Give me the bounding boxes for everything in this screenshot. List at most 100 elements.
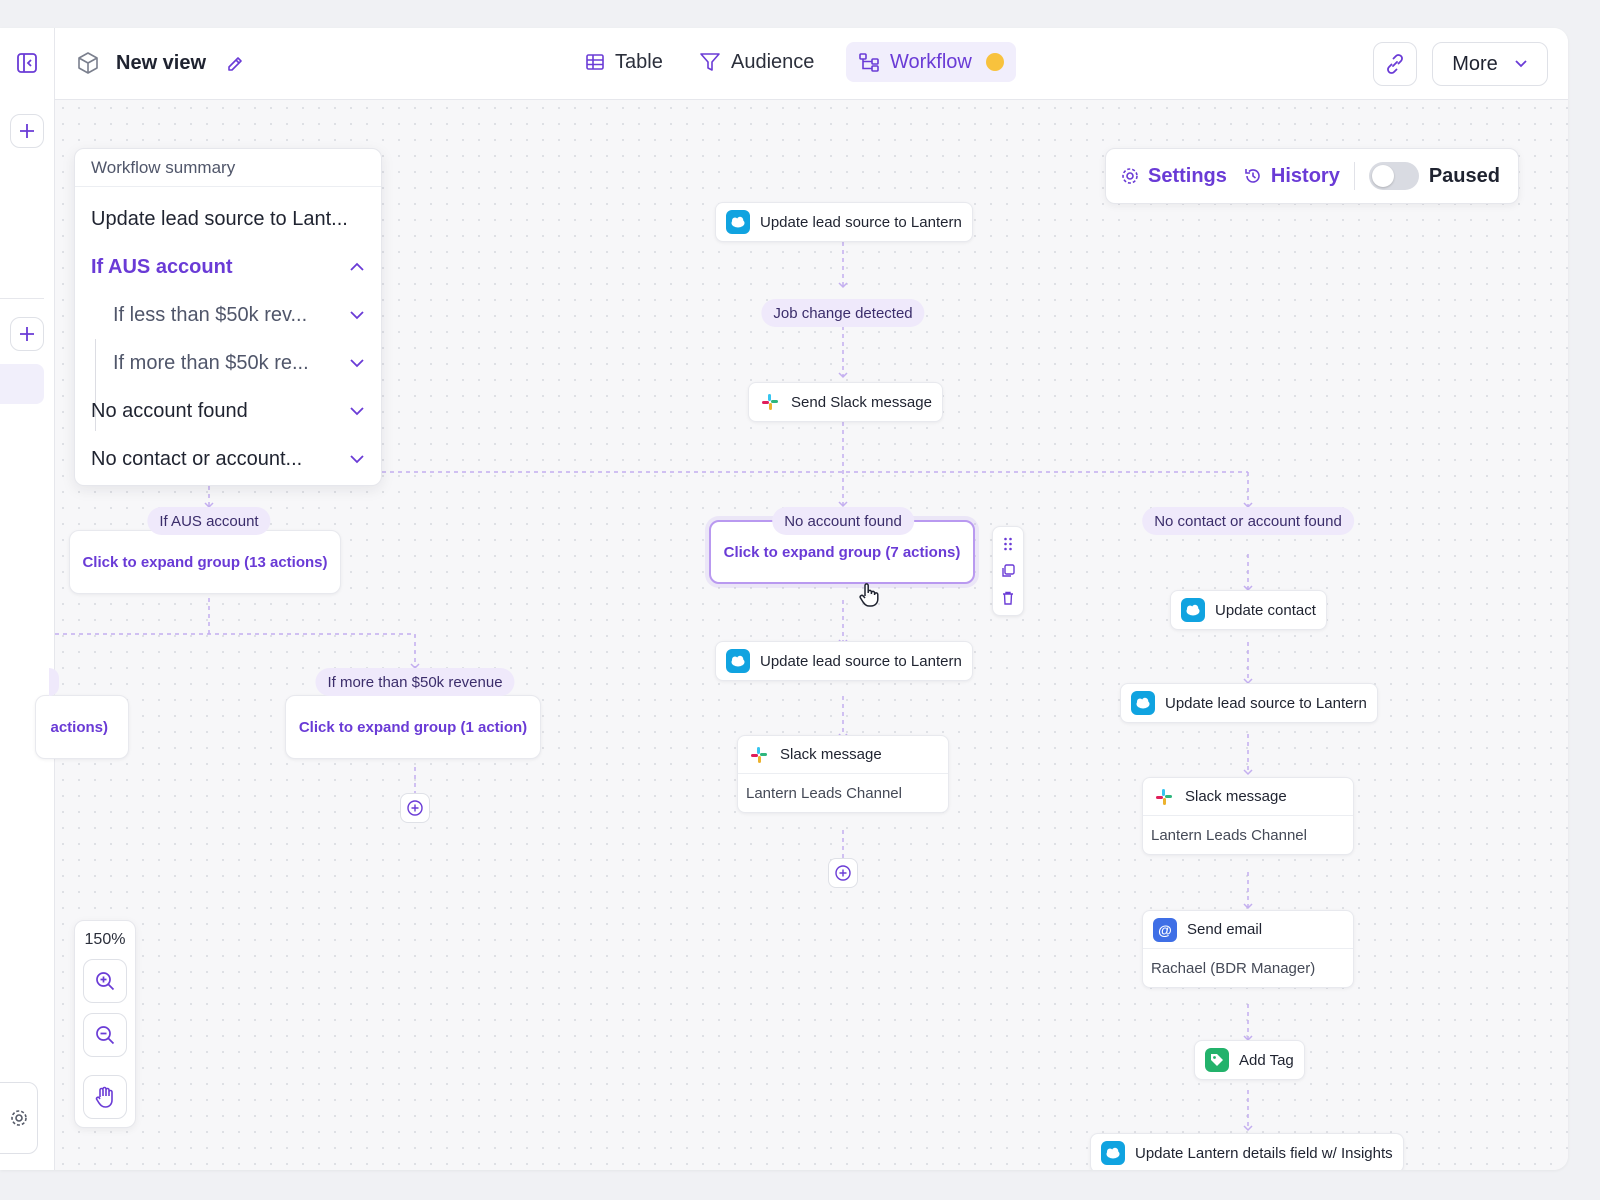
plus-icon xyxy=(20,124,34,138)
settings-label: Settings xyxy=(1148,164,1227,187)
add-step-button[interactable] xyxy=(828,858,858,888)
group-expand-link[interactable]: Click to expand group (7 actions) xyxy=(723,543,961,561)
hand-icon xyxy=(95,1086,113,1108)
tab-audience[interactable]: Audience xyxy=(687,42,826,82)
summary-item-update-lead[interactable]: Update lead source to Lant... xyxy=(91,199,365,239)
left-rail xyxy=(0,28,55,1170)
group-label-partial xyxy=(49,668,59,696)
chevron-down-icon xyxy=(350,455,364,464)
edit-title-icon[interactable] xyxy=(225,54,245,79)
top-bar: New view Table Audience Workflow More xyxy=(55,28,1568,100)
more-label: More xyxy=(1452,52,1498,75)
node-update-details[interactable]: Update Lantern details field w/ Insights xyxy=(1090,1133,1404,1170)
copy-link-button[interactable] xyxy=(1373,42,1417,86)
rail-settings-button[interactable] xyxy=(0,1082,38,1154)
group-expand-link[interactable]: Click to expand group (13 actions) xyxy=(82,553,328,571)
history-button[interactable]: History xyxy=(1243,165,1340,188)
group-expand-link[interactable]: actions) xyxy=(50,718,108,736)
summary-item-label: No account found xyxy=(91,399,248,422)
workflow-settings-bar: Settings History Paused xyxy=(1105,148,1519,204)
salesforce-icon xyxy=(1131,691,1155,715)
node-send-slack[interactable]: Send Slack message xyxy=(748,382,943,422)
salesforce-icon xyxy=(1101,1141,1125,1165)
gear-icon xyxy=(11,1110,27,1126)
history-label: History xyxy=(1270,164,1340,187)
chevron-down-icon xyxy=(350,407,364,416)
node-label: Update lead source to Lantern xyxy=(760,652,962,670)
group-expand-link[interactable]: Click to expand group (1 action) xyxy=(298,718,528,736)
slack-icon xyxy=(748,744,770,766)
chevron-up-icon xyxy=(350,262,364,271)
node-label: Send Slack message xyxy=(791,393,932,411)
zoom-out-button[interactable] xyxy=(83,1013,127,1057)
link-icon xyxy=(1387,54,1403,74)
tab-workflow[interactable]: Workflow xyxy=(846,42,1016,82)
node-update-lead-source-2[interactable]: Update lead source to Lantern xyxy=(715,641,973,681)
node-label: Update Lantern details field w/ Insights xyxy=(1135,1144,1393,1162)
pan-tool-button[interactable] xyxy=(83,1075,127,1119)
summary-item-label: If AUS account xyxy=(91,255,233,278)
toggle-knob xyxy=(1371,165,1394,187)
summary-item-more-50k[interactable]: If more than $50k re... xyxy=(113,343,365,383)
add-step-button-left[interactable] xyxy=(400,793,430,823)
chevron-down-icon xyxy=(350,359,364,368)
node-add-tag[interactable]: Add Tag xyxy=(1194,1040,1305,1080)
summary-item-less-50k[interactable]: If less than $50k rev... xyxy=(113,295,365,335)
group-if-aus-account[interactable]: Click to expand group (13 actions) xyxy=(69,530,341,594)
workflow-canvas[interactable]: Update lead source to Lantern Job change… xyxy=(35,100,1568,1170)
filter-icon xyxy=(700,53,720,71)
rail-divider xyxy=(0,298,44,299)
settings-button[interactable]: Settings xyxy=(1120,165,1227,188)
rail-active-item[interactable] xyxy=(0,364,44,404)
salesforce-icon xyxy=(726,210,750,234)
summary-item-label: If less than $50k rev... xyxy=(113,303,308,326)
zoom-controls: 150% xyxy=(74,920,136,1128)
summary-item-no-account[interactable]: No account found xyxy=(91,391,365,431)
node-detail: Lantern Leads Channel xyxy=(1151,826,1307,844)
duplicate-icon[interactable] xyxy=(1000,563,1016,579)
at-sign-icon: @ xyxy=(1153,917,1177,942)
collapse-sidebar-icon[interactable] xyxy=(16,52,38,79)
node-slack-message-2[interactable]: Slack message Lantern Leads Channel xyxy=(1142,777,1354,855)
summary-item-aus[interactable]: If AUS account xyxy=(91,247,365,287)
node-label: Slack message xyxy=(780,746,882,763)
group-more-than-50k[interactable]: Click to expand group (1 action) xyxy=(285,695,541,759)
node-label: Update lead source to Lantern xyxy=(1165,694,1367,712)
plus-circle-icon xyxy=(835,865,851,881)
drag-handle-icon[interactable] xyxy=(1002,536,1014,552)
more-button[interactable]: More xyxy=(1432,42,1548,86)
summary-item-label: No contact or account... xyxy=(91,447,303,470)
settings-divider xyxy=(1353,162,1355,190)
trash-icon[interactable] xyxy=(1000,590,1016,606)
slack-icon xyxy=(759,391,781,413)
zoom-in-button[interactable] xyxy=(83,959,127,1003)
tag-icon xyxy=(1205,1048,1229,1072)
summary-item-no-contact[interactable]: No contact or account... xyxy=(91,439,365,479)
zoom-level: 150% xyxy=(84,931,126,948)
gear-icon xyxy=(1122,168,1138,184)
rail-add-button-2[interactable] xyxy=(10,317,44,351)
branch-label-no-contact: No contact or account found xyxy=(1142,507,1354,535)
node-slack-message[interactable]: Slack message Lantern Leads Channel xyxy=(737,735,949,813)
pause-toggle[interactable] xyxy=(1368,162,1419,190)
cube-icon xyxy=(78,52,98,74)
node-update-lead-source-3[interactable]: Update lead source to Lantern xyxy=(1120,683,1378,723)
group-label-aus: If AUS account xyxy=(147,507,271,535)
node-toolbar xyxy=(992,526,1024,616)
node-update-lead-source[interactable]: Update lead source to Lantern xyxy=(715,202,973,242)
summary-item-label: If more than $50k re... xyxy=(113,351,309,374)
node-update-contact[interactable]: Update contact xyxy=(1170,590,1327,630)
node-detail: Lantern Leads Channel xyxy=(746,784,902,802)
summary-nesting-line xyxy=(95,339,96,431)
node-detail: Rachael (BDR Manager) xyxy=(1151,959,1316,977)
summary-item-label: Update lead source to Lant... xyxy=(91,207,348,230)
rail-add-button[interactable] xyxy=(10,114,44,148)
tab-table[interactable]: Table xyxy=(573,42,675,82)
group-partial-left[interactable]: actions) xyxy=(35,695,129,759)
workflow-summary-panel: Workflow summary Update lead source to L… xyxy=(74,148,382,486)
plus-circle-icon xyxy=(407,800,423,816)
trigger-job-change: Job change detected xyxy=(761,299,925,327)
node-send-email[interactable]: @ Send email Rachael (BDR Manager) xyxy=(1142,910,1354,988)
group-label-more50: If more than $50k revenue xyxy=(315,668,515,696)
salesforce-icon xyxy=(1181,598,1205,622)
